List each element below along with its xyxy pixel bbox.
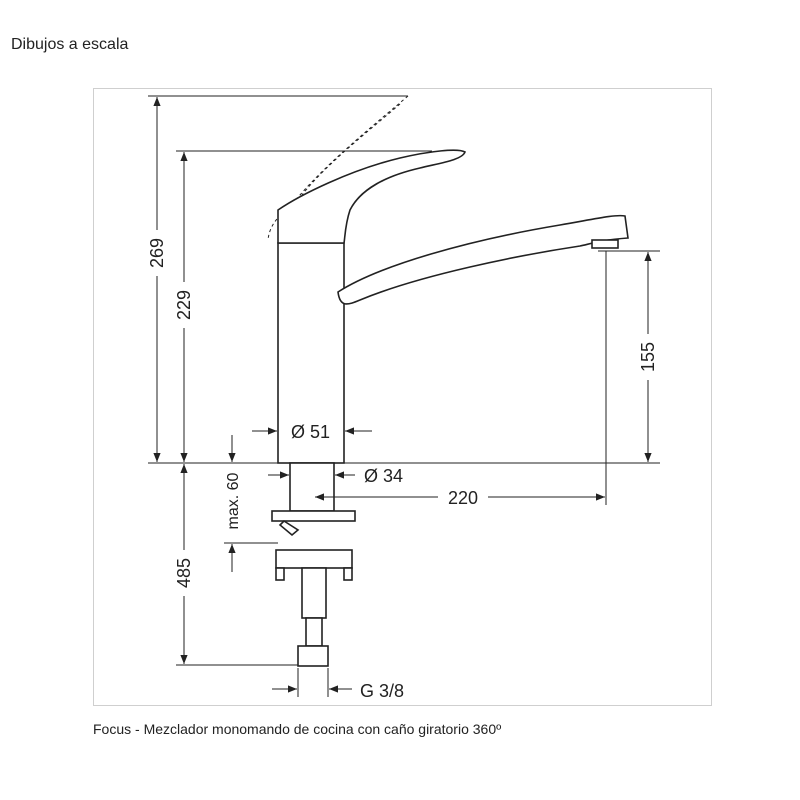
- dim-body-diameter: Ø 51: [291, 422, 330, 442]
- faucet-outline: [267, 95, 629, 667]
- dim-hose-length: 485: [174, 558, 194, 588]
- dim-base-diameter: Ø 34: [364, 466, 403, 486]
- dim-connection: G 3/8: [360, 681, 404, 701]
- drawing-caption: Focus - Mezclador monomando de cocina co…: [93, 721, 502, 737]
- label-bg: [145, 230, 169, 276]
- drawing-frame: [93, 88, 712, 706]
- extension-lines: [148, 95, 660, 697]
- dim-total-height: 269: [147, 238, 167, 268]
- dim-body-height: 229: [174, 290, 194, 320]
- label-bg: [172, 282, 196, 328]
- page-title: Dibujos a escala: [11, 36, 129, 53]
- label-bg: [438, 486, 488, 508]
- label-bg: [636, 334, 660, 380]
- dim-spout-reach: 220: [448, 488, 478, 508]
- dimension-lines: [153, 97, 652, 693]
- dim-spout-height: 155: [638, 342, 658, 372]
- dim-max-thickness: max. 60: [225, 472, 242, 529]
- label-bg: [172, 550, 196, 596]
